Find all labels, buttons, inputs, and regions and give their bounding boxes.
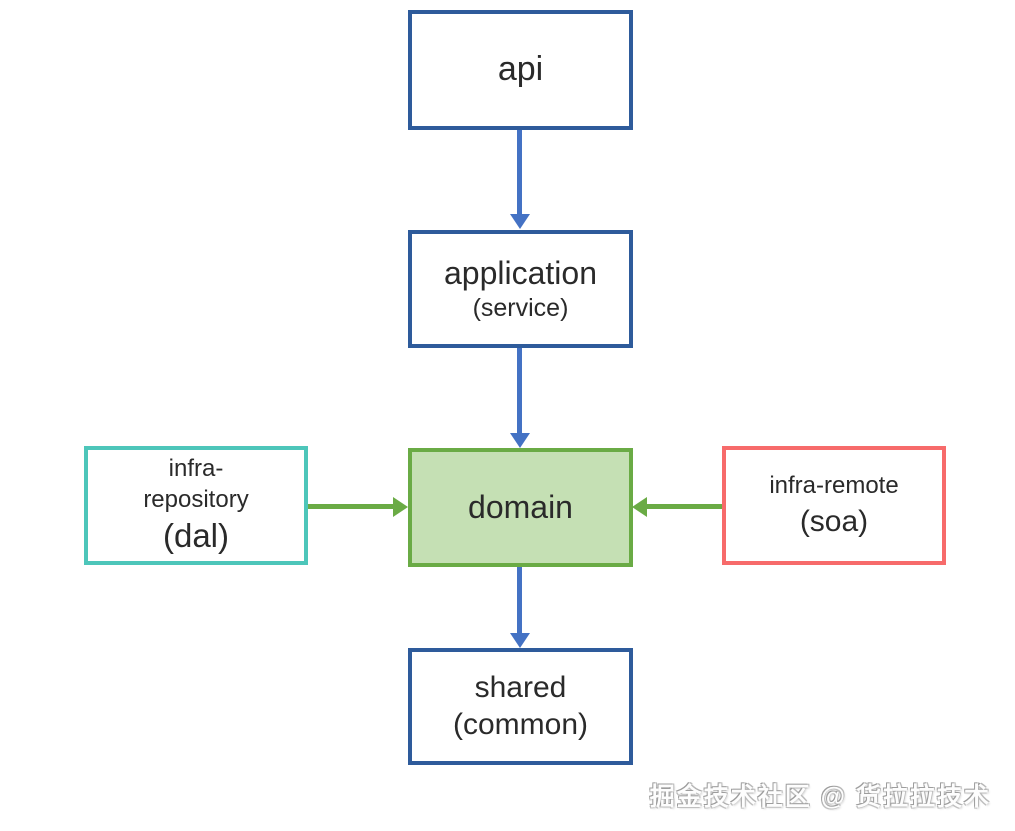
arrowhead-down-icon <box>510 633 530 648</box>
node-application-sublabel: (service) <box>472 294 569 323</box>
node-infra-remote-sublabel: (soa) <box>799 504 869 538</box>
arrow-line <box>517 567 522 633</box>
node-shared: shared (common) <box>408 648 633 765</box>
arrow-line <box>308 504 393 509</box>
node-shared-label: shared <box>474 670 567 704</box>
node-infra-remote-label: infra-remote <box>769 472 899 500</box>
node-api: api <box>408 10 633 130</box>
node-infra-repository-label: infra- repository <box>143 454 249 514</box>
node-infra-repository: infra- repository (dal) <box>84 446 308 565</box>
arrowhead-down-icon <box>510 433 530 448</box>
node-application-label: application <box>444 255 597 292</box>
node-application: application (service) <box>408 230 633 348</box>
arrowhead-down-icon <box>510 214 530 229</box>
arrow-line <box>517 130 522 215</box>
node-domain: domain <box>408 448 633 567</box>
arrowhead-left-icon <box>632 497 647 517</box>
node-infra-remote: infra-remote (soa) <box>722 446 946 565</box>
arrow-line <box>647 504 722 509</box>
arrow-line <box>517 348 522 433</box>
watermark-text: 掘金技术社区 @ 货拉拉技术 <box>649 783 991 811</box>
node-api-label: api <box>497 50 544 89</box>
arrowhead-right-icon <box>393 497 408 517</box>
node-domain-label: domain <box>468 488 573 525</box>
node-infra-repository-sublabel: (dal) <box>162 517 230 555</box>
node-shared-sublabel: (common) <box>452 707 588 741</box>
